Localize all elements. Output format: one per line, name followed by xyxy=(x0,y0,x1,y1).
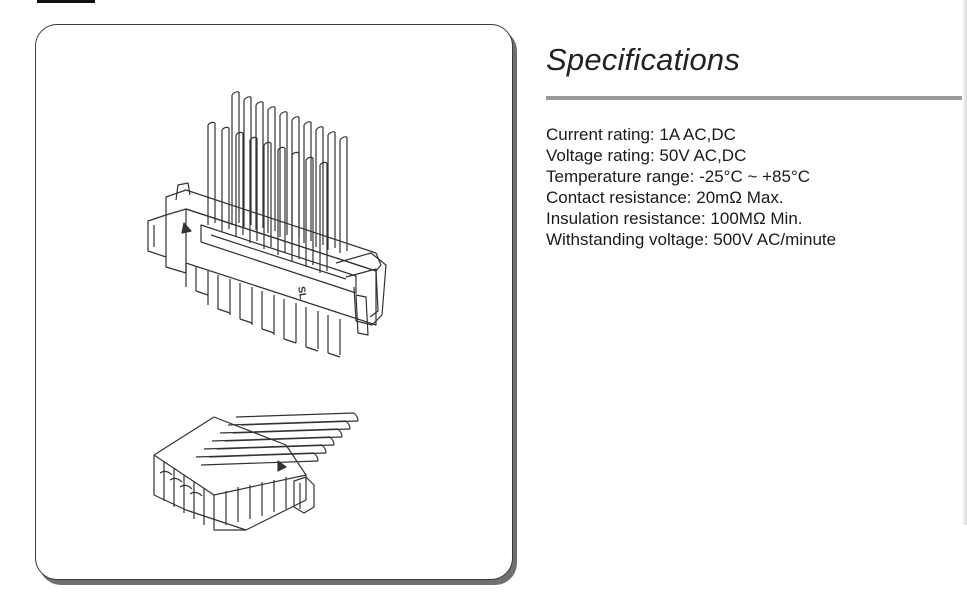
spec-voltage-rating: Voltage rating: 50V AC,DC xyxy=(546,146,747,165)
spec-contact-resistance: Contact resistance: 20mΩ Max. xyxy=(546,188,784,207)
header-marking: SL xyxy=(295,286,308,300)
spec-temperature-range: Temperature range: -25°C ~ +85°C xyxy=(546,167,811,186)
connector-illustration: SL xyxy=(147,91,387,531)
specifications-heading: Specifications xyxy=(546,42,741,77)
page-edge-shadow xyxy=(962,0,967,525)
top-rule xyxy=(37,0,95,3)
heading-divider xyxy=(546,96,967,100)
product-image-card: SL xyxy=(35,24,513,580)
spec-current-rating: Current rating: 1A AC,DC xyxy=(546,125,736,144)
spec-insulation-resistance: Insulation resistance: 100MΩ Min. xyxy=(546,209,803,228)
specifications-list: Current rating: 1A AC,DC Voltage rating:… xyxy=(546,124,836,250)
socket-connector-drawing xyxy=(153,412,359,531)
pin-header-drawing xyxy=(147,91,387,358)
spec-withstanding-voltage: Withstanding voltage: 500V AC/minute xyxy=(546,230,837,249)
